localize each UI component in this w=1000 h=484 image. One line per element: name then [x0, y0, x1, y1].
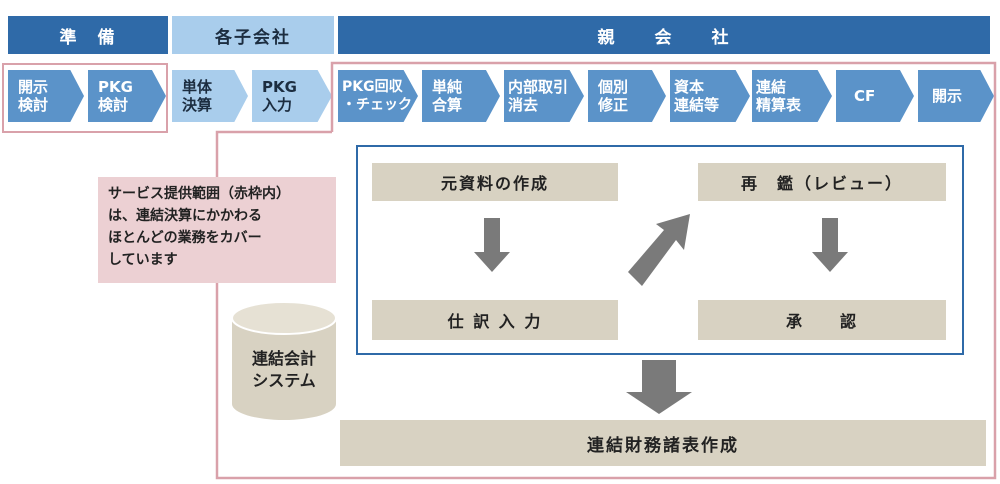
review-step: 再 鑑（レビュー） [698, 163, 946, 201]
source-document-creation: 元資料の作成 [372, 163, 618, 201]
journal-entry-step: 仕 訳 入 力 [372, 300, 618, 340]
consolidated-financial-statements: 連結財務諸表作成 [340, 420, 986, 466]
service-scope-note: サービス提供範囲（赤枠内） は、連結決算にかかわる ほとんどの業務をカバー して… [98, 177, 336, 283]
step-consolidation-worksheet: 連結精算表 [752, 70, 832, 122]
step-individual-adjustment: 個別修正 [588, 70, 666, 122]
consolidation-system-label: 連結会計 システム [251, 349, 316, 390]
arrow-down-left-icon [474, 218, 510, 272]
step-intercompany-elimination: 内部取引消去 [504, 70, 584, 122]
database-icon [231, 301, 337, 420]
step-disclosure-review: 開示検討 [8, 70, 84, 122]
review-process-box [356, 145, 964, 355]
arrow-diagonal-icon [628, 214, 690, 286]
step-simple-aggregation: 単純合算 [422, 70, 500, 122]
step-standalone-closing: 単体決算 [172, 70, 248, 122]
service-scope-outline-preparation [2, 63, 168, 133]
step-pkg-collection: PKG回収・チェック [338, 70, 418, 122]
header-preparation: 準 備 [8, 16, 168, 54]
arrow-to-output-icon [626, 360, 692, 414]
step-disclosure: 開示 [918, 70, 994, 122]
step-cash-flow: CF [836, 70, 914, 122]
approval-step: 承 認 [698, 300, 946, 340]
header-subsidiaries: 各子会社 [172, 16, 334, 54]
arrow-down-right-icon [812, 218, 848, 272]
header-parent: 親 会 社 [338, 16, 990, 54]
step-capital-consolidation: 資本連結等 [670, 70, 750, 122]
